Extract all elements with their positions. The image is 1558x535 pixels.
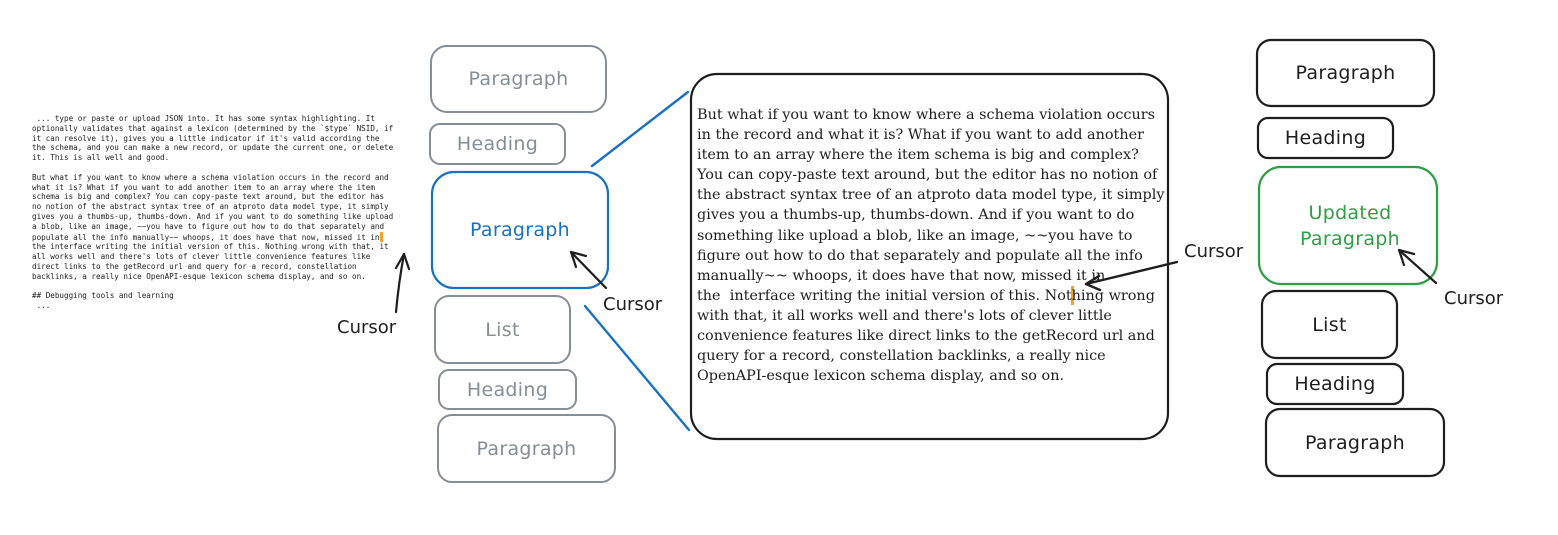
zoom-text-before-caret: But what if you want to know where a sch… [697,107,1165,304]
zoom-text-after-caret: interface writing the initial version of… [697,287,1155,385]
cursor-label-right: Cursor [1444,288,1504,309]
zoom-paragraph-box [689,72,1170,441]
right-block-5-label: Heading [1294,373,1376,395]
right-block-1-label: Paragraph [1295,62,1396,84]
middle-block-2-label: Heading [456,133,539,155]
cursor-label-zoom: Cursor [1184,241,1244,262]
raw-text-before-caret: ... type or paste or upload JSON into. I… [32,114,394,242]
text-caret [380,231,384,242]
middle-block-4-label: List [485,318,520,341]
right-block-2-label: Heading [1284,127,1367,149]
zoom-connector-lines [583,90,691,432]
middle-block-3-label: Paragraph [469,219,571,241]
middle-cursor-arrow [569,250,608,290]
middle-block-5-label: Heading [466,378,549,401]
cursor-label-middle: Cursor [603,294,663,315]
left-cursor-arrow [394,252,411,314]
zoom-text-caret [1071,286,1074,305]
right-block-outlines [1255,38,1446,478]
right-block-6-label: Paragraph [1304,431,1406,454]
raw-text-after-caret: the interface writing the initial versio… [32,242,389,311]
right-block-4-label: List [1312,313,1347,336]
zoom-cursor-arrow [1084,260,1179,292]
middle-block-outlines [429,45,616,483]
right-cursor-arrow [1397,248,1438,285]
right-block-3-label: Updated Paragraph [1299,201,1401,250]
middle-block-6-label: Paragraph [476,437,577,460]
zoom-paragraph-text: But what if you want to know where a sch… [697,105,1167,386]
cursor-label-left: Cursor [337,317,397,338]
raw-markdown-text: ... type or paste or upload JSON into. I… [32,114,418,311]
middle-block-1-label: Paragraph [468,68,569,90]
